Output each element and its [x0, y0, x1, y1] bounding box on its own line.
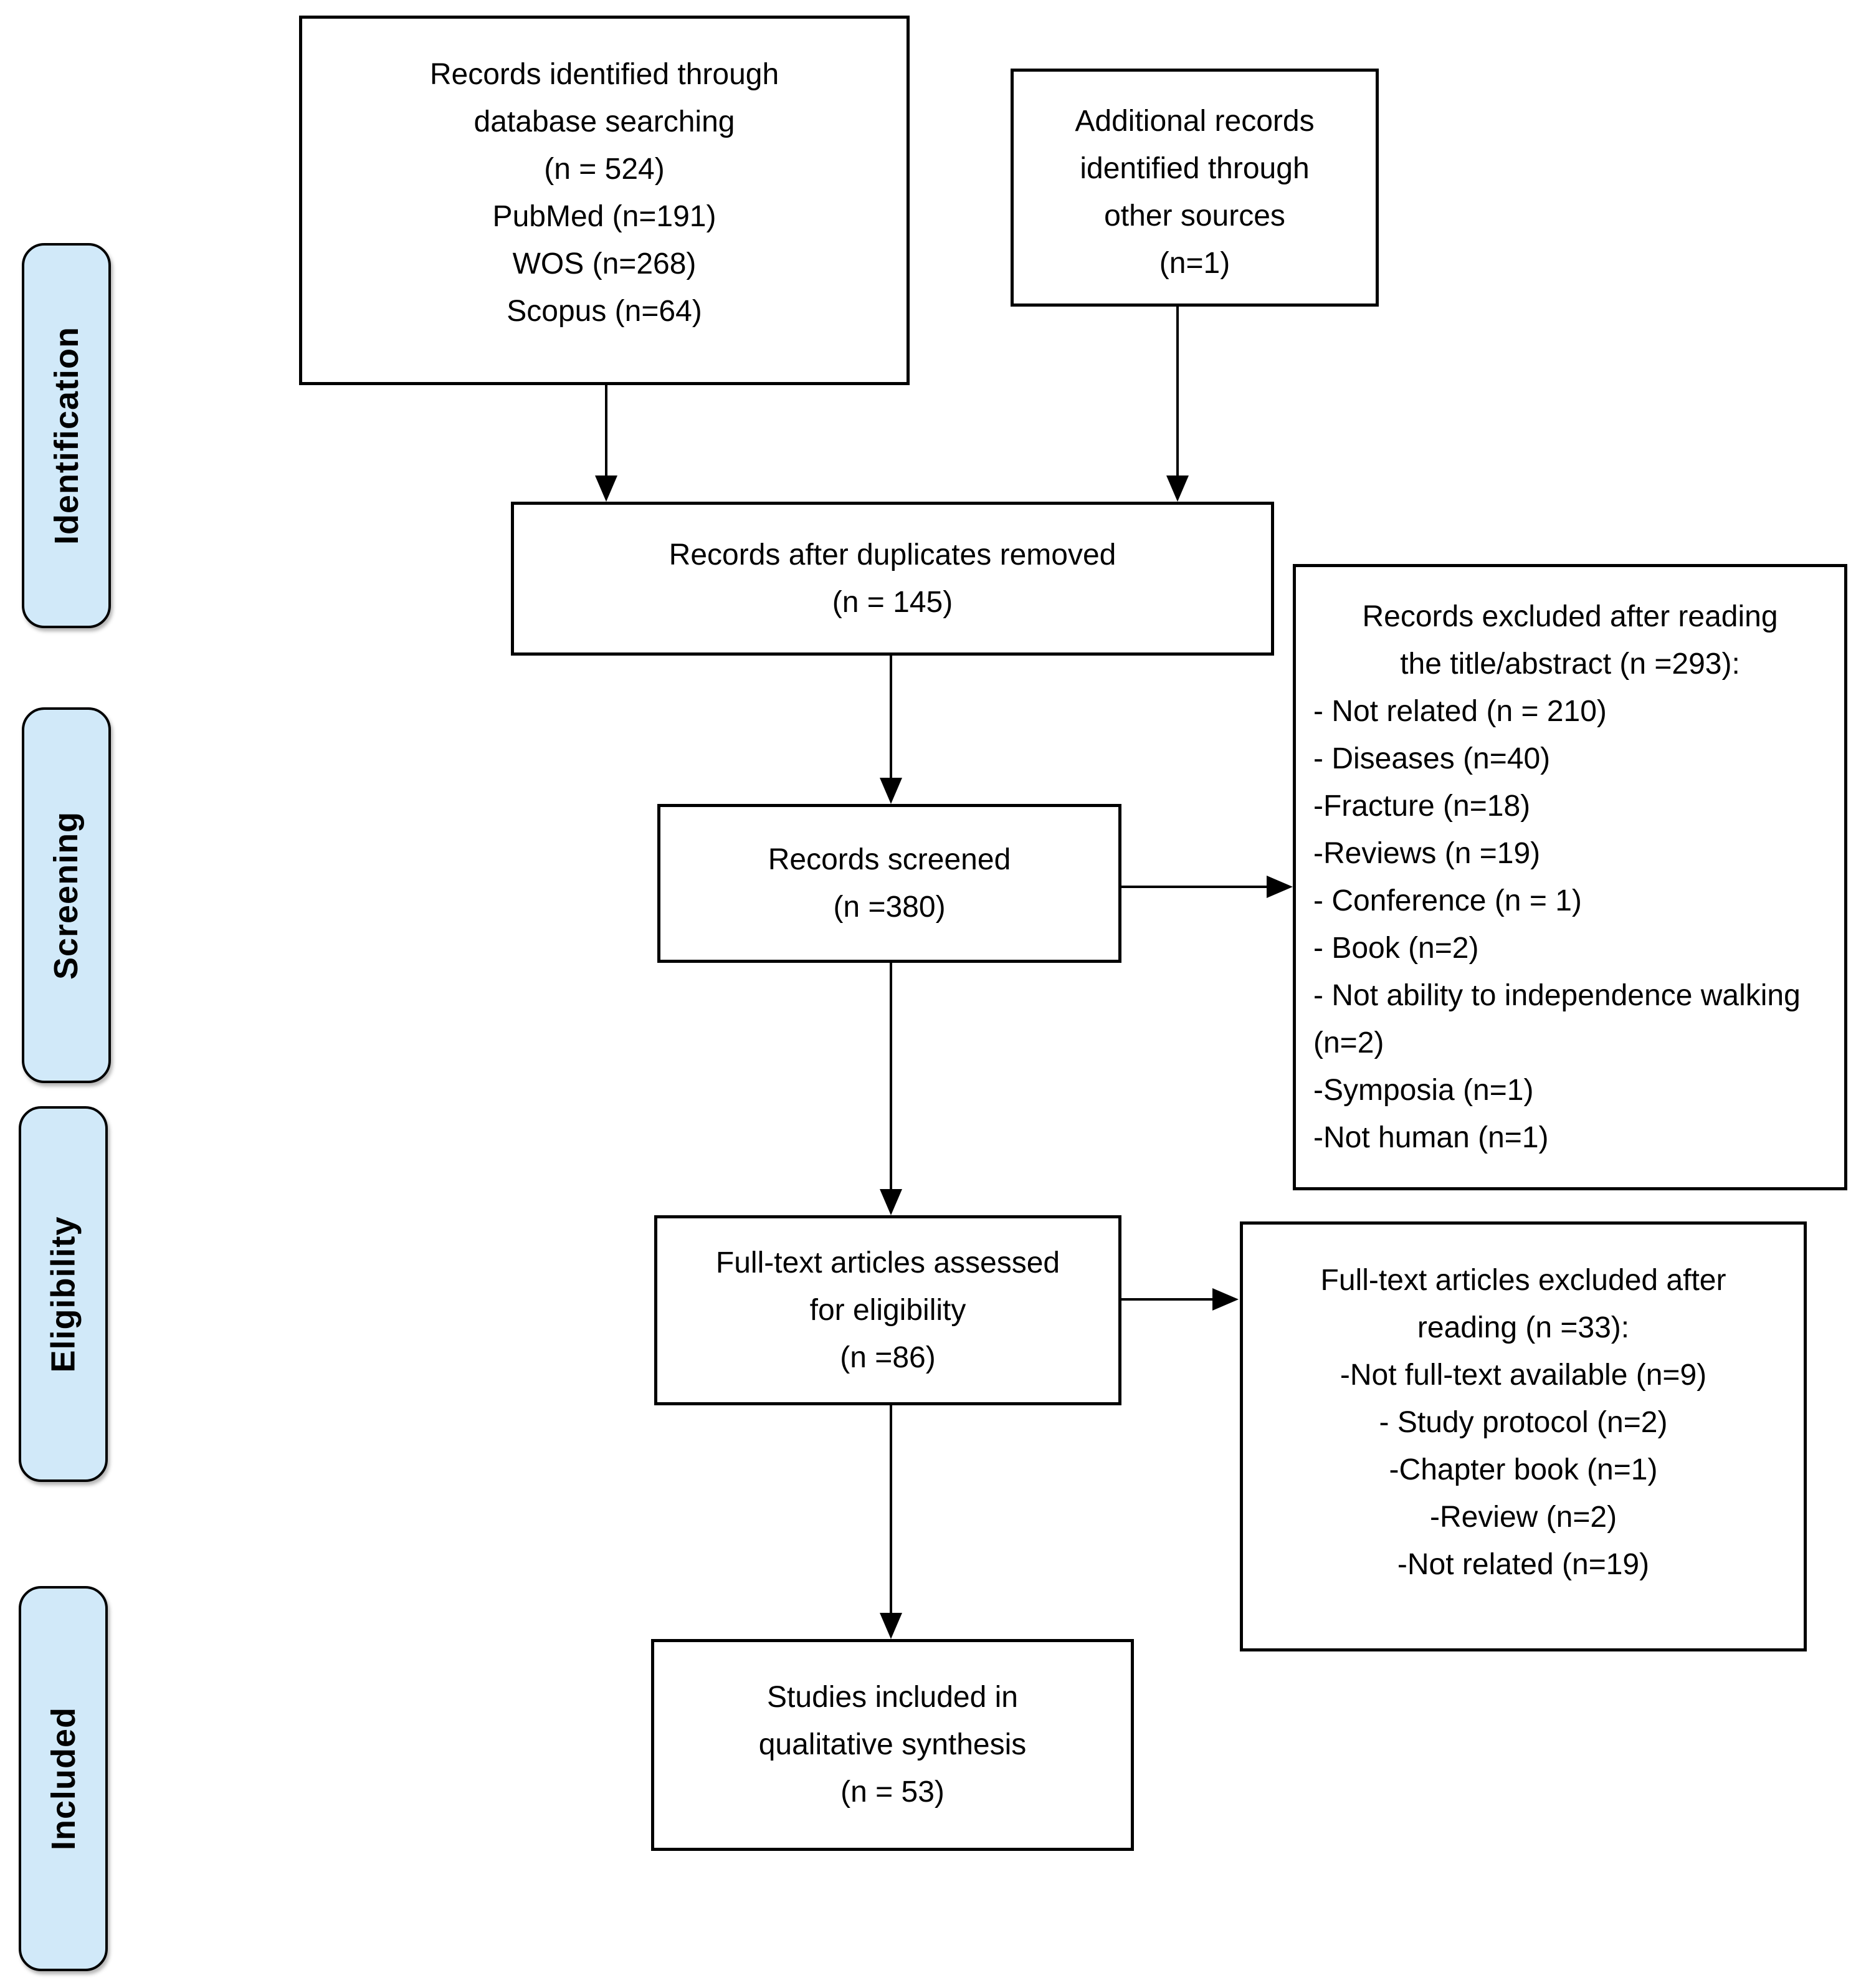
text-line: -Fracture (n=18) — [1313, 790, 1531, 823]
text-line: (n = 524) — [544, 153, 665, 186]
stage-eligibility: Eligibility — [19, 1106, 108, 1482]
stage-identification-label: Identification — [47, 327, 85, 545]
text-line: -Not related (n=19) — [1397, 1548, 1650, 1581]
text-line: Additional records — [1075, 105, 1315, 138]
arrowhead — [1267, 876, 1293, 898]
text-line: - Not related (n = 210) — [1313, 695, 1607, 728]
text-line: WOS (n=268) — [512, 247, 697, 280]
arrowhead — [1212, 1288, 1239, 1311]
arrow-duplicates-to-screened — [890, 656, 892, 779]
text-line: reading (n =33): — [1417, 1311, 1630, 1344]
text-line: Studies included in — [767, 1681, 1018, 1714]
arrow-dbsearch-to-duplicates — [605, 385, 607, 479]
text-line: Records after duplicates removed — [669, 538, 1116, 571]
text-line: (n =380) — [833, 890, 946, 924]
text-line: (n =86) — [840, 1340, 936, 1374]
arrow-othersources-to-duplicates — [1176, 307, 1179, 479]
arrowhead — [880, 1613, 902, 1639]
text-line: database searching — [474, 105, 735, 138]
text-line: Full-text articles assessed — [715, 1246, 1060, 1279]
arrowhead — [595, 475, 617, 502]
text-line: for eligibility — [809, 1293, 966, 1327]
text-line: (n = 145) — [832, 585, 953, 619]
box-fulltext-assessed: Full-text articles assessed for eligibil… — [654, 1215, 1121, 1405]
arrow-screened-to-fulltext — [890, 963, 892, 1192]
text-line: Scopus (n=64) — [507, 295, 702, 328]
stage-included: Included — [19, 1586, 108, 1971]
text-line: - Not ability to independence walking (n… — [1313, 979, 1801, 1059]
text-line: -Symposia (n=1) — [1313, 1074, 1534, 1107]
box-fulltext-excluded: Full-text articles excluded after readin… — [1240, 1221, 1807, 1651]
box-records-screened: Records screened (n =380) — [657, 804, 1121, 963]
text-line: identified through — [1080, 152, 1310, 185]
arrowhead — [1166, 475, 1189, 502]
text-line: other sources — [1104, 199, 1285, 232]
text-line: - Diseases (n=40) — [1313, 742, 1551, 775]
text-line: - Conference (n = 1) — [1313, 884, 1582, 917]
text-line: - Study protocol (n=2) — [1379, 1406, 1668, 1439]
box-excluded-title-abstract: Records excluded after reading the title… — [1293, 564, 1847, 1190]
stage-identification: Identification — [22, 243, 111, 628]
text-line: PubMed (n=191) — [492, 200, 716, 233]
text-line: Records excluded after reading — [1362, 600, 1778, 633]
text-line: -Reviews (n =19) — [1313, 837, 1541, 870]
arrow-fulltext-to-excluded — [1121, 1298, 1215, 1301]
text-line: -Not full-text available (n=9) — [1340, 1359, 1707, 1392]
text-line: (n = 53) — [840, 1775, 945, 1809]
text-line: (n=1) — [1159, 247, 1230, 280]
arrowhead — [880, 778, 902, 804]
box-database-search: Records identified through database sear… — [299, 16, 910, 385]
text-line: -Chapter book (n=1) — [1389, 1453, 1658, 1486]
arrowhead — [880, 1189, 902, 1215]
box-other-sources: Additional records identified through ot… — [1011, 69, 1379, 307]
stage-included-label: Included — [44, 1706, 82, 1851]
arrow-fulltext-to-included — [890, 1405, 892, 1615]
stage-screening: Screening — [22, 707, 111, 1083]
box-included-synthesis: Studies included in qualitative synthesi… — [651, 1639, 1134, 1851]
text-line: -Not human (n=1) — [1313, 1121, 1549, 1154]
text-line: Records identified through — [429, 58, 779, 91]
text-line: the title/abstract (n =293): — [1400, 648, 1740, 681]
arrow-screened-to-excluded — [1121, 886, 1269, 888]
text-line: -Review (n=2) — [1429, 1501, 1617, 1534]
text-line: qualitative synthesis — [758, 1728, 1027, 1761]
box-duplicates-removed: Records after duplicates removed (n = 14… — [511, 502, 1274, 656]
text-line: Full-text articles excluded after — [1320, 1264, 1726, 1297]
stage-eligibility-label: Eligibility — [44, 1215, 82, 1373]
stage-screening-label: Screening — [47, 811, 85, 980]
text-line: Records screened — [768, 843, 1011, 876]
text-line: - Book (n=2) — [1313, 932, 1479, 965]
